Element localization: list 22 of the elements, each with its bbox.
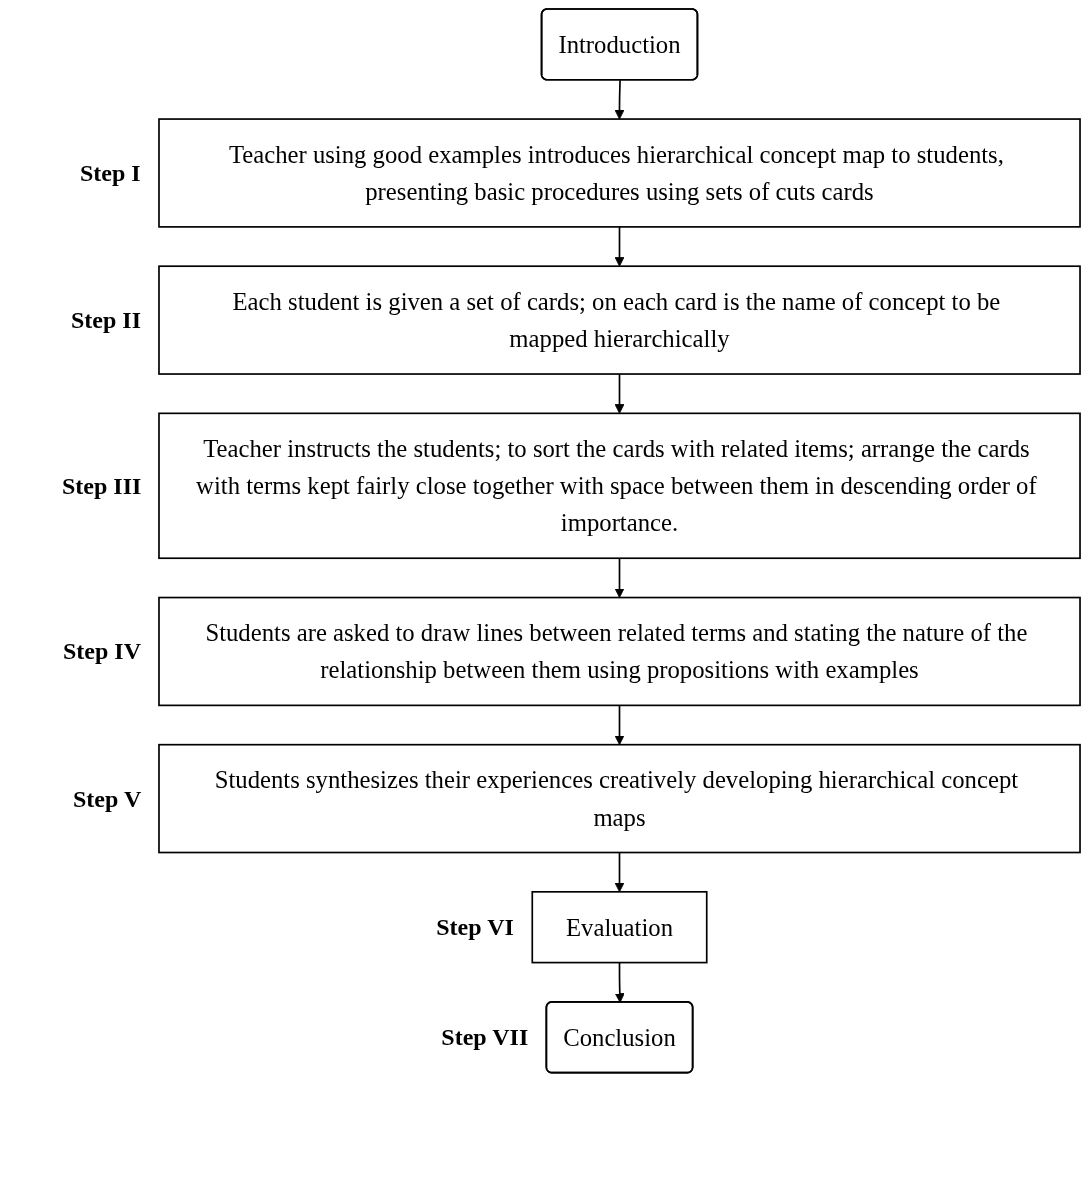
arrow bbox=[614, 961, 625, 1003]
arrow bbox=[614, 851, 625, 893]
step-label: Step I bbox=[80, 159, 141, 187]
step-label: Step VI bbox=[436, 913, 514, 941]
process-box: Conclusion bbox=[545, 1001, 694, 1074]
step-label: Step II bbox=[71, 306, 141, 334]
arrow bbox=[614, 79, 625, 120]
process-box: Introduction bbox=[540, 8, 699, 81]
arrow bbox=[614, 557, 625, 598]
process-box: Students synthesizes their experiences creatively developing hierarchical concept maps bbox=[158, 743, 1081, 854]
process-box: Evaluation bbox=[531, 891, 708, 964]
step-label: Step VII bbox=[441, 1023, 529, 1051]
process-box: Students are asked to draw lines between related terms and stating the nature of the relationship between them using propositions with examples bbox=[158, 596, 1081, 707]
step-label: Step V bbox=[73, 785, 142, 813]
process-box: Teacher instructs the students; to sort the cards with related items; arrange the cards with terms kept fairly close together with space between them in descending order of importance. bbox=[158, 412, 1081, 560]
step-label: Step III bbox=[62, 472, 142, 500]
process-box: Each student is given a set of cards; on each card is the name of concept to be mapped hierarchically bbox=[158, 265, 1081, 375]
process-box: Teacher using good examples introduces hierarchical concept map to students, presenting basic procedures using sets of cuts cards bbox=[158, 118, 1081, 228]
arrow bbox=[614, 704, 625, 746]
arrow bbox=[614, 373, 625, 414]
step-label: Step IV bbox=[63, 637, 141, 665]
arrow bbox=[614, 226, 625, 267]
